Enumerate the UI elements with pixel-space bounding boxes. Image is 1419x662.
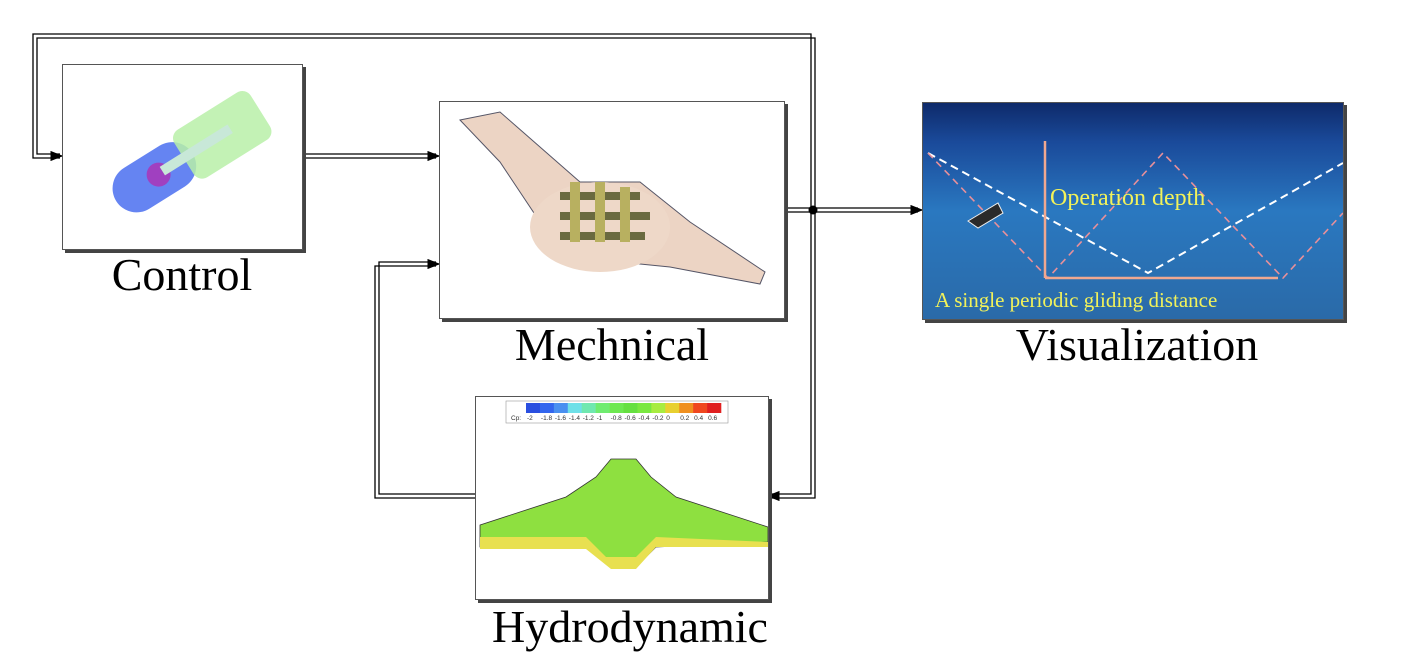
depth-annotation: Operation depth: [1050, 185, 1205, 211]
junction-dot: [808, 205, 818, 215]
colorbar-tick: -1.2: [583, 415, 595, 422]
colorbar-tick: -1.8: [541, 415, 553, 422]
colorbar-swatch: [693, 403, 708, 413]
underwater-scene-image: Operation depth A single periodic glidin…: [923, 103, 1343, 319]
colorbar-swatch: [609, 403, 624, 413]
colorbar-title: Cp:: [511, 415, 521, 422]
colorbar-swatch: [707, 403, 722, 413]
colorbar-tick: -1.4: [569, 415, 581, 422]
hydrodynamic-to-mechanical-line: [374, 261, 475, 499]
colorbar-tick: 0.4: [694, 415, 703, 422]
colorbar-swatch: [595, 403, 610, 413]
colorbar-tick: -2: [527, 415, 533, 422]
colorbar-tick: -0.4: [638, 415, 650, 422]
distance-annotation: A single periodic gliding distance: [935, 288, 1217, 312]
mechanical-to-visualization-line: [784, 207, 918, 213]
colorbar-swatch: [651, 403, 666, 413]
branch-to-hydrodynamic-line: [770, 210, 816, 499]
mechanical-label: Mechnical: [514, 319, 710, 370]
feedback-line-top: [32, 33, 816, 210]
mechanical-block[interactable]: [439, 101, 785, 319]
visualization-label: Visualization: [1015, 319, 1259, 370]
colorbar-tick: 0.6: [708, 415, 717, 422]
colorbar-swatch: [567, 403, 583, 413]
glider-icon: [967, 202, 1004, 229]
colorbar-tick: -0.6: [625, 415, 637, 422]
colorbar-swatch: [539, 403, 555, 413]
glide-path: [927, 152, 1343, 275]
control-to-mechanical-line: [302, 153, 436, 159]
colorbar-swatch: [665, 403, 680, 413]
colorbar-swatch: [553, 403, 569, 413]
glider-structure-image: [459, 111, 766, 285]
colorbar-tick: -1: [597, 415, 603, 422]
visualization-block[interactable]: Operation depth A single periodic glidin…: [922, 102, 1344, 320]
colorbar-swatch: [623, 403, 638, 413]
colorbar-swatch: [679, 403, 694, 413]
colorbar-swatch: [637, 403, 652, 413]
control-label: Control: [111, 249, 253, 300]
actuator-capsule-image: [112, 91, 272, 213]
colorbar-swatch: [526, 403, 541, 413]
control-block[interactable]: [62, 64, 303, 250]
colorbar-tick: 0: [666, 415, 670, 422]
colorbar-tick: 0.2: [680, 415, 689, 422]
hydrodynamic-label: Hydrodynamic: [492, 601, 768, 652]
colorbar-tick: -1.6: [555, 415, 567, 422]
colorbar-swatch: [581, 403, 596, 413]
colorbar-tick: -0.8: [611, 415, 623, 422]
colorbar-tick: -0.2: [652, 415, 664, 422]
